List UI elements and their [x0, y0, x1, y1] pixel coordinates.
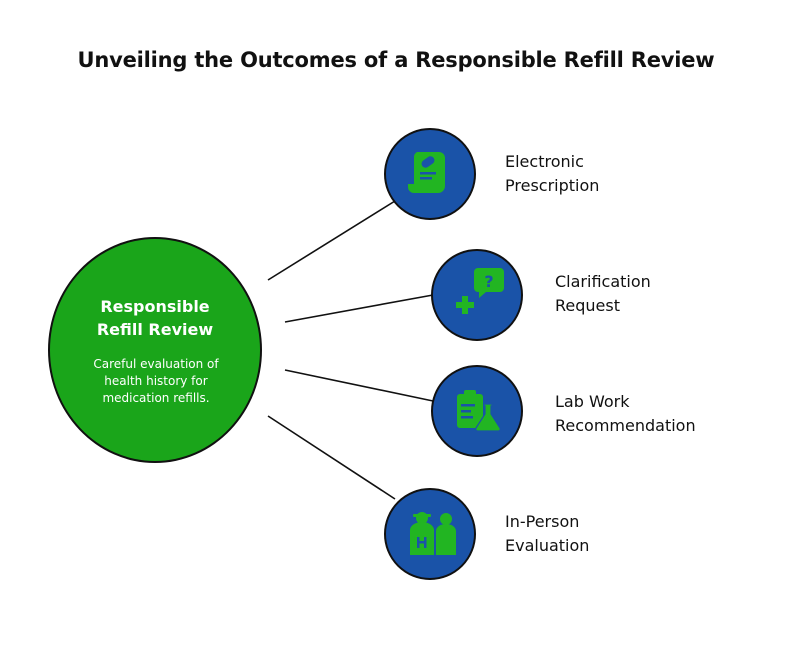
center-node: Responsible Refill Review Careful evalua…	[48, 237, 262, 463]
outcome-label-clarification-request: Clarification Request	[555, 272, 651, 315]
connector-line	[284, 294, 434, 323]
diagram-title: Unveiling the Outcomes of a Responsible …	[77, 48, 715, 72]
question-chat-icon: ?	[456, 268, 504, 314]
prescription-scroll-icon	[408, 152, 445, 193]
outcome-label-in-person-evaluation: In-Person Evaluation	[505, 512, 590, 555]
outcome-node-electronic-prescription	[384, 128, 476, 220]
center-node-description: Careful evaluation of health history for…	[93, 357, 219, 405]
outcome-node-lab-work-recommendation	[431, 365, 523, 457]
connector-line	[267, 415, 396, 500]
center-node-title: Responsible Refill Review	[96, 297, 214, 339]
svg-text:?: ?	[484, 272, 493, 291]
doctor-patient-icon	[410, 512, 456, 555]
connector-line	[284, 369, 434, 402]
outcome-label-lab-work-recommendation: Lab Work Recommendation	[555, 392, 696, 435]
outcome-node-in-person-evaluation	[384, 488, 476, 580]
lab-clipboard-flask-icon	[457, 390, 501, 432]
outcome-node-clarification-request: ?	[431, 249, 523, 341]
outcome-label-electronic-prescription: Electronic Prescription	[505, 152, 600, 195]
connector-line	[267, 200, 396, 281]
